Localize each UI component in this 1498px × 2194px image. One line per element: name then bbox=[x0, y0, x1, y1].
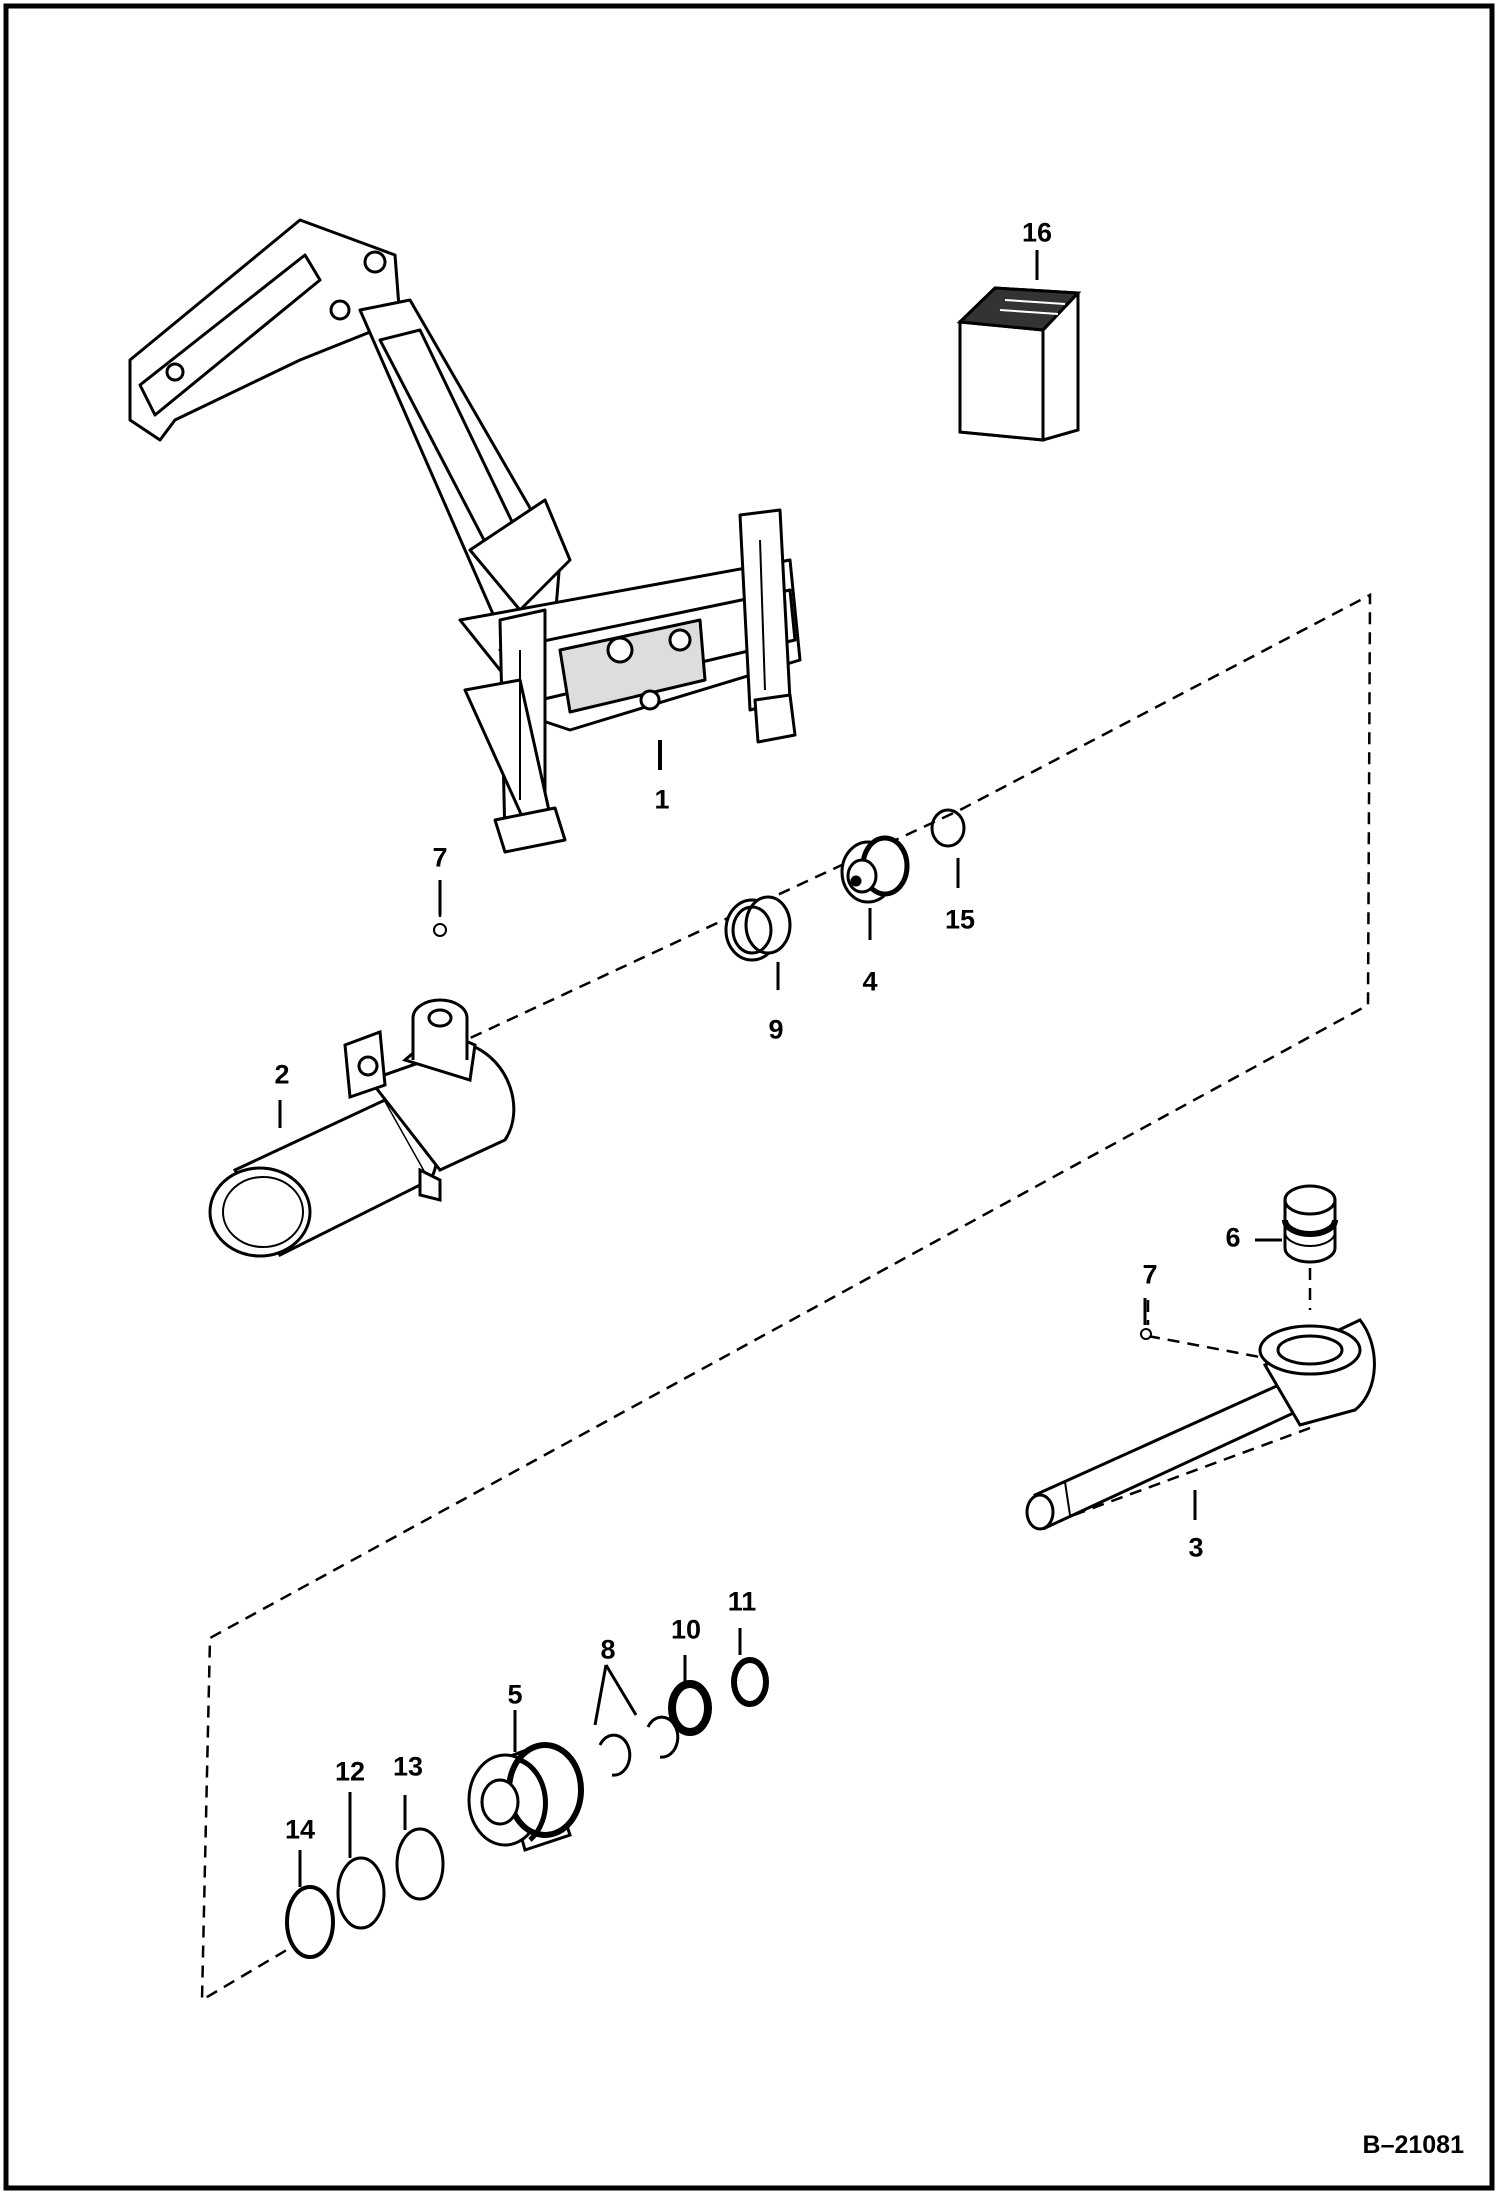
operators-manual-book bbox=[956, 286, 1082, 442]
document-number: B–21081 bbox=[1362, 2131, 1464, 2159]
gland-ring bbox=[724, 895, 792, 962]
gland-head bbox=[840, 835, 910, 904]
o-ring-14 bbox=[285, 1885, 335, 1959]
callout-2: 2 bbox=[274, 1059, 290, 1090]
callout-13: 13 bbox=[392, 1751, 424, 1782]
callout-15: 15 bbox=[944, 904, 976, 935]
page-border bbox=[3, 3, 1495, 2191]
o-ring-15 bbox=[930, 808, 966, 848]
callout-1: 1 bbox=[654, 784, 670, 815]
bushing bbox=[1282, 1184, 1338, 1264]
cylinder-rod bbox=[1025, 1318, 1376, 1531]
seal-10 bbox=[668, 1680, 712, 1736]
o-ring-13 bbox=[395, 1827, 445, 1901]
cylinder-barrel bbox=[208, 998, 516, 1258]
callout-11: 11 bbox=[727, 1586, 757, 1617]
callout-4: 4 bbox=[862, 966, 878, 997]
callout-9: 9 bbox=[768, 1014, 784, 1045]
callout-7-upper: 7 bbox=[432, 842, 448, 873]
grease-fitting-upper bbox=[433, 923, 447, 937]
leader-lines bbox=[278, 250, 1282, 1887]
callout-6: 6 bbox=[1225, 1222, 1241, 1253]
backhoe-assembly bbox=[128, 218, 802, 854]
o-ring-12 bbox=[336, 1856, 386, 1930]
callout-8: 8 bbox=[600, 1634, 616, 1665]
callout-14: 14 bbox=[284, 1814, 316, 1845]
grease-fitting-lower bbox=[1140, 1328, 1152, 1340]
callout-5: 5 bbox=[507, 1679, 523, 1710]
callout-7-lower: 7 bbox=[1142, 1259, 1158, 1290]
callout-3: 3 bbox=[1188, 1532, 1204, 1563]
callout-16: 16 bbox=[1021, 217, 1053, 248]
backup-rings-8 bbox=[598, 1715, 680, 1777]
assembly-lines bbox=[200, 592, 1372, 2003]
callout-10: 10 bbox=[670, 1614, 702, 1645]
piston bbox=[467, 1742, 584, 1852]
callout-12: 12 bbox=[334, 1756, 366, 1787]
wear-ring-11 bbox=[731, 1657, 769, 1707]
